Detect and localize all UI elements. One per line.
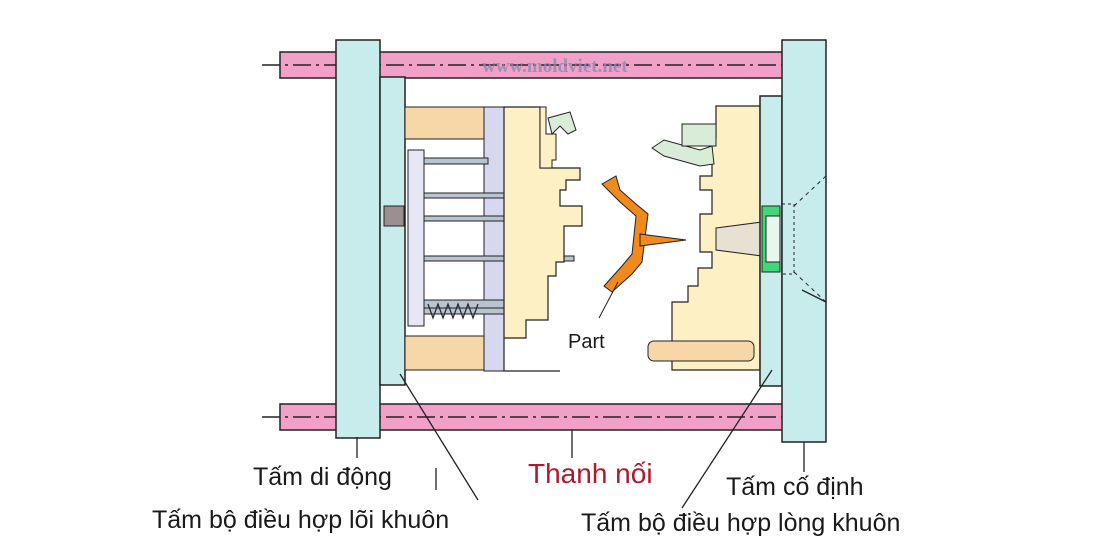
fixed-plate-label: Tấm cố định (726, 473, 864, 501)
leader-lines (356, 289, 827, 509)
watermark: www.moldviet.net (482, 56, 628, 77)
molded-part (601, 175, 649, 293)
sprue-bushing-core (765, 215, 781, 263)
cavity-adapter-plate-label: Tấm bộ điều hợp lòng khuôn (581, 509, 901, 537)
part-label: Part (568, 331, 605, 353)
ejector-retainer-plate (407, 149, 425, 327)
support-block-bottom (404, 335, 486, 371)
locating-ring (781, 203, 795, 275)
core-adapter-plate-label: Tấm bộ điều hợp lõi khuôn (152, 506, 450, 534)
ejector-rod-stub (383, 205, 405, 227)
moving-plate-label: Tấm di động (253, 463, 392, 491)
return-spring (427, 302, 479, 320)
sprue-part (639, 233, 687, 247)
cavity-slide-block (681, 123, 717, 147)
fixed-platen (781, 39, 827, 443)
core-adapter-plate (379, 76, 406, 386)
moving-platen (335, 39, 381, 439)
tie-bar-label: Thanh nối (528, 458, 653, 489)
part-leader (598, 281, 619, 319)
sprue-channel (715, 221, 763, 257)
core-slide-insert (547, 111, 577, 135)
support-block-top (404, 106, 486, 140)
core-block-back (504, 106, 557, 169)
cavity-slide (651, 139, 715, 167)
ejector-plate (483, 106, 505, 372)
guide-pin (647, 340, 755, 362)
core-block (503, 106, 583, 372)
